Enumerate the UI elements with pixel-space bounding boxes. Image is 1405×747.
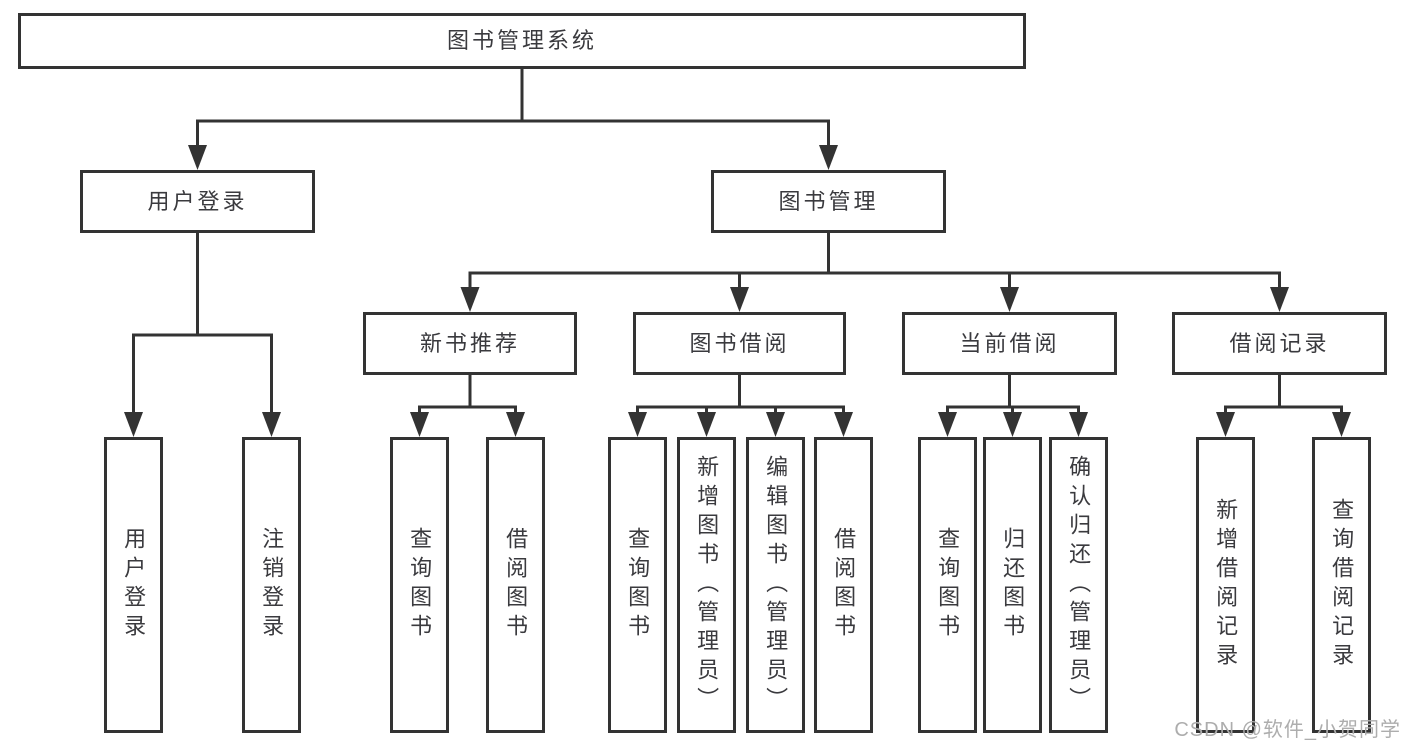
node-current-borrow: 当前借阅: [902, 312, 1117, 375]
leaf-add-borrow-record: 新增借阅记录: [1196, 437, 1255, 733]
csdn-watermark: CSDN @软件_小贺同学: [1174, 719, 1401, 741]
connector-root-to-level2: [188, 69, 838, 170]
leaf-query-books-recommend: 查询图书: [390, 437, 449, 733]
leaf-borrow-books: 借阅图书: [814, 437, 873, 733]
leaf-add-book-admin: 新增图书（管理员）: [677, 437, 736, 733]
node-new-book-recommend: 新书推荐: [363, 312, 577, 375]
node-book-borrow: 图书借阅: [633, 312, 846, 375]
leaf-return-book: 归还图书: [983, 437, 1042, 733]
leaf-edit-book-admin: 编辑图书（管理员）: [746, 437, 805, 733]
connector-currentborrow-to-leaves: [938, 375, 1088, 437]
connector-userlogin-to-leaves: [124, 233, 281, 437]
node-book-management: 图书管理: [711, 170, 946, 233]
leaf-user-login: 用户登录: [104, 437, 163, 733]
node-borrow-records: 借阅记录: [1172, 312, 1387, 375]
connector-bookmgmt-to-level3: [460, 233, 1289, 312]
leaf-logout: 注销登录: [242, 437, 301, 733]
leaf-query-borrow-record: 查询借阅记录: [1312, 437, 1371, 733]
node-user-login: 用户登录: [80, 170, 315, 233]
leaf-query-books-current: 查询图书: [918, 437, 977, 733]
connector-newbook-to-leaves: [410, 375, 525, 437]
leaf-confirm-return-admin: 确认归还（管理员）: [1049, 437, 1108, 733]
leaf-query-books-borrow: 查询图书: [608, 437, 667, 733]
connector-borrowrecords-to-leaves: [1216, 375, 1351, 437]
connector-bookborrow-to-leaves: [628, 375, 853, 437]
node-system-root: 图书管理系统: [18, 13, 1026, 69]
leaf-borrow-books-recommend: 借阅图书: [486, 437, 545, 733]
